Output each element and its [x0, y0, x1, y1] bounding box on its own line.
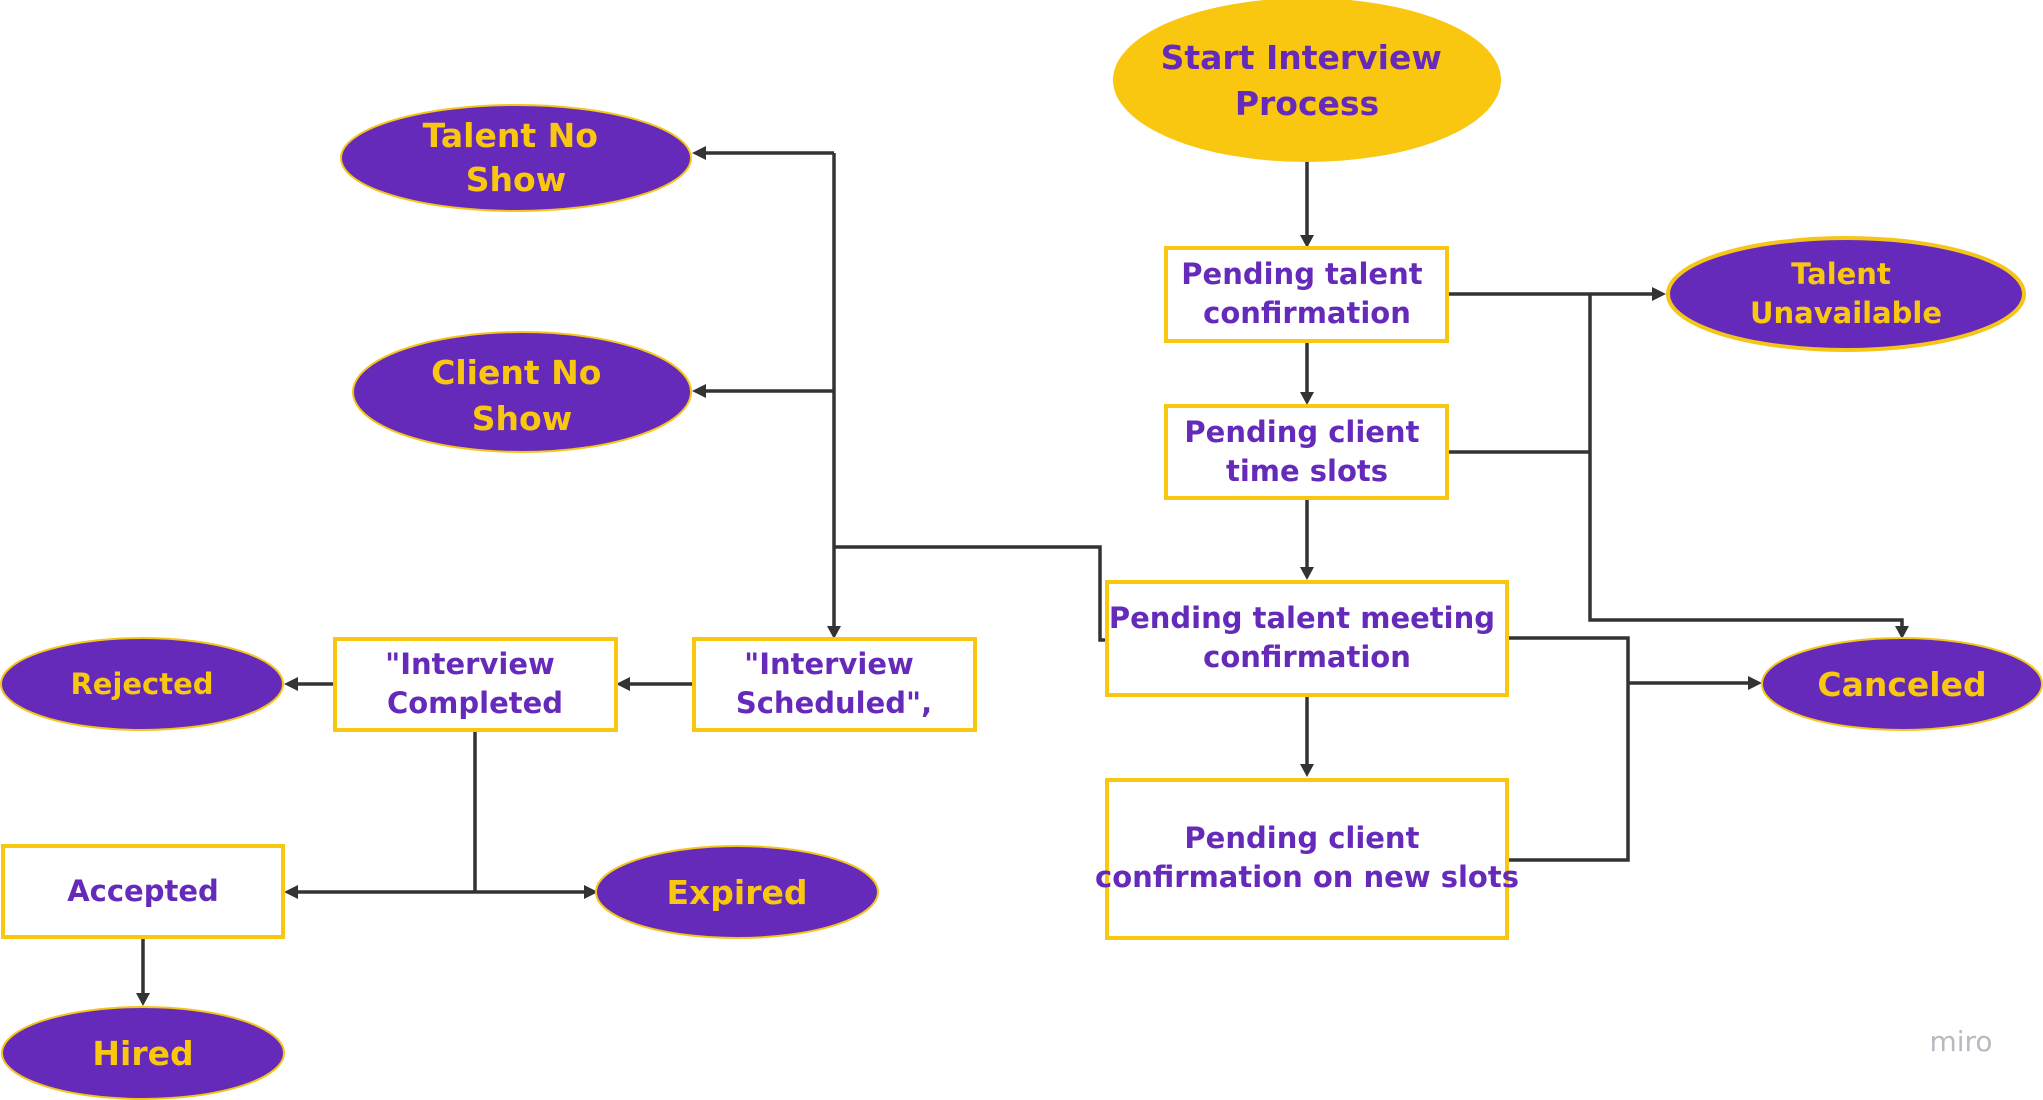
- interview-scheduled-line-1: "Interview: [744, 647, 914, 681]
- accepted-line-1: Accepted: [67, 874, 219, 908]
- miro-watermark: miro: [1929, 1025, 1992, 1058]
- pending-client-time-slots-line-1: Pending client: [1184, 415, 1419, 449]
- interview-completed-line-1: "Interview: [385, 647, 555, 681]
- hired-line-1: Hired: [92, 1034, 193, 1073]
- interview-completed-node[interactable]: "Interview Completed: [333, 637, 618, 732]
- connector-meeting-to-canceled: [1507, 636, 1630, 862]
- svg-text:"Interview Scheduled",: "Interview Scheduled",: [736, 647, 932, 720]
- svg-text:Talent No Show: Talent No Show: [423, 116, 610, 199]
- arrowhead: [1652, 287, 1666, 301]
- svg-text:Hired: Hired: [92, 1034, 193, 1073]
- canceled-node[interactable]: Canceled: [1761, 637, 2043, 731]
- pending-client-new-slots-line-1: Pending client: [1184, 821, 1419, 855]
- client-no-show-line-2: Show: [472, 399, 572, 438]
- arrowhead: [616, 677, 630, 691]
- arrowhead: [1300, 567, 1314, 580]
- expired-node[interactable]: Expired: [595, 845, 879, 939]
- pending-client-time-slots-line-2: time slots: [1226, 454, 1388, 488]
- rejected-node[interactable]: Rejected: [0, 637, 284, 731]
- client-no-show-node[interactable]: Client No Show: [352, 331, 692, 453]
- connectors: [136, 146, 1909, 1006]
- accepted-node[interactable]: Accepted: [1, 844, 285, 939]
- arrowhead: [136, 993, 150, 1006]
- svg-text:Pending talent meeting c: Pending talent meeting confirmation: [1109, 601, 1505, 674]
- talent-unavailable-line-2: Unavailable: [1750, 296, 1942, 330]
- interview-scheduled-node[interactable]: "Interview Scheduled",: [692, 637, 977, 732]
- client-no-show-line-1: Client No: [431, 353, 601, 392]
- arrowhead: [284, 885, 298, 899]
- pending-client-time-slots-node[interactable]: Pending client time slots: [1164, 404, 1449, 500]
- svg-text:Pending client time slot: Pending client time slots: [1184, 415, 1429, 488]
- expired-line-1: Expired: [666, 873, 807, 912]
- pending-talent-meeting-line-2: confirmation: [1203, 640, 1411, 674]
- arrowhead: [1895, 626, 1909, 639]
- pending-talent-meeting-confirmation-node[interactable]: Pending talent meeting confirmation: [1105, 580, 1509, 697]
- arrowhead: [584, 885, 598, 899]
- interview-completed-line-2: Completed: [387, 686, 563, 720]
- svg-text:Rejected: Rejected: [70, 667, 213, 701]
- arrowhead: [1748, 676, 1762, 690]
- arrowhead: [1300, 235, 1314, 248]
- arrowhead: [692, 384, 706, 398]
- talent-unavailable-node[interactable]: Talent Unavailable: [1666, 236, 2026, 352]
- start-node[interactable]: Start Interview Process: [1113, 0, 1501, 162]
- arrowhead: [692, 146, 706, 160]
- svg-text:Client No Show: Client No Show: [431, 353, 613, 438]
- canceled-line-1: Canceled: [1817, 665, 1986, 704]
- svg-text:Canceled: Canceled: [1817, 665, 1986, 704]
- svg-text:Accepted: Accepted: [67, 874, 219, 908]
- svg-text:Pending talent confirmat: Pending talent confirmation: [1181, 257, 1432, 330]
- connector-branch-to-canceled-top: [1588, 294, 1904, 626]
- talent-no-show-line-1: Talent No: [423, 116, 598, 155]
- pending-client-confirmation-new-slots-node[interactable]: Pending client confirmation on new slots: [1095, 778, 1519, 940]
- rejected-line-1: Rejected: [70, 667, 213, 701]
- connector-meeting-to-scheduled: [834, 545, 1106, 642]
- svg-text:Expired: Expired: [666, 873, 807, 912]
- pending-client-new-slots-line-2: confirmation on new slots: [1095, 860, 1519, 894]
- arrowhead: [827, 626, 841, 639]
- start-node-line-1: Start Interview: [1161, 38, 1442, 77]
- svg-text:"Interview Completed: "Interview Completed: [385, 647, 565, 720]
- hired-node[interactable]: Hired: [1, 1006, 285, 1100]
- svg-text:Start Interview Process: Start Interview Process: [1161, 38, 1454, 123]
- svg-text:Pending client confirmat: Pending client confirmation on new slots: [1095, 821, 1519, 894]
- interview-scheduled-line-2: Scheduled",: [736, 686, 932, 720]
- pending-talent-confirmation-line-2: confirmation: [1203, 296, 1411, 330]
- talent-unavailable-line-1: Talent: [1791, 257, 1891, 291]
- arrowhead: [284, 677, 298, 691]
- pending-talent-meeting-line-1: Pending talent meeting: [1109, 601, 1495, 635]
- arrowhead: [1300, 764, 1314, 777]
- pending-talent-confirmation-node[interactable]: Pending talent confirmation: [1164, 246, 1449, 343]
- talent-no-show-node[interactable]: Talent No Show: [340, 104, 692, 212]
- start-node-line-2: Process: [1235, 84, 1379, 123]
- arrowhead: [1300, 392, 1314, 405]
- svg-text:Talent Unavailable: Talent Unavailable: [1750, 257, 1942, 330]
- pending-talent-confirmation-line-1: Pending talent: [1181, 257, 1422, 291]
- talent-no-show-line-2: Show: [466, 160, 566, 199]
